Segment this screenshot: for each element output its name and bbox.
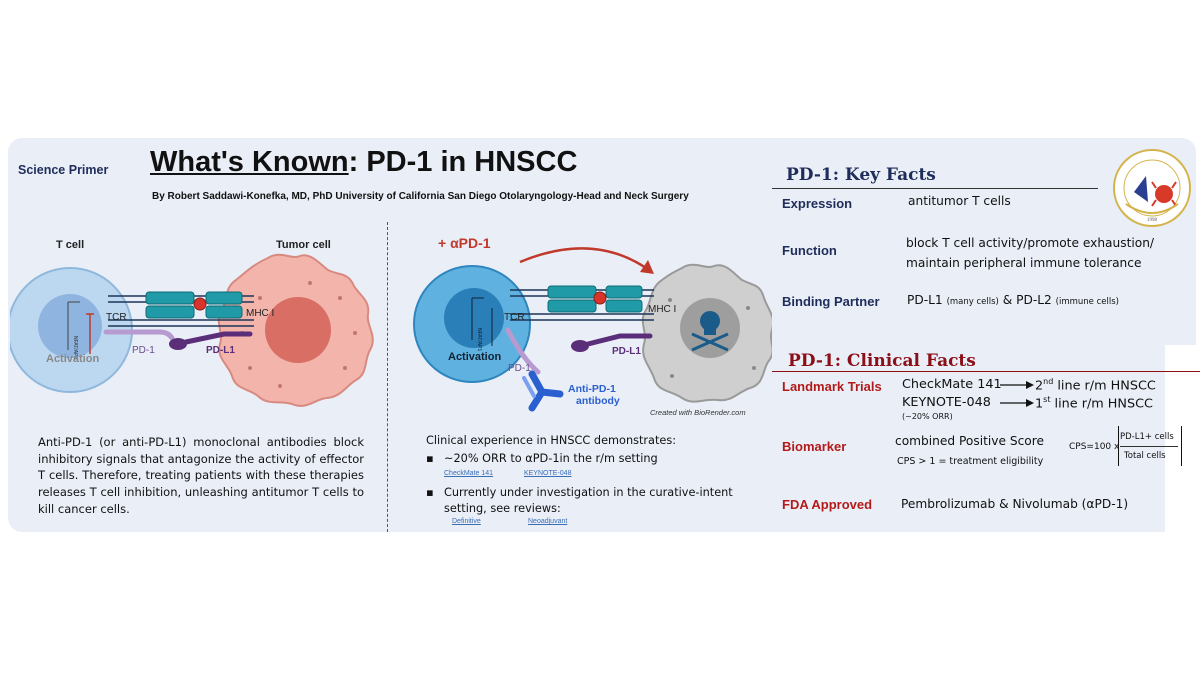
title-whats-known: What's Known xyxy=(150,146,349,178)
bullet-curative: Currently under investigation in the cur… xyxy=(444,486,733,515)
expression-value: antitumor T cells xyxy=(908,194,1011,208)
author-byline: By Robert Saddawi-Konefka, MD, PhD Unive… xyxy=(152,191,689,202)
anti-pd1-diagram: NFAT/AP1 + αPD-1 TCR MHC I PD-L1 PD-1 Ac… xyxy=(413,235,772,417)
tumor-cell-label: Tumor cell xyxy=(276,239,331,251)
biomarker-note: CPS > 1 = treatment eligibility xyxy=(897,456,1044,467)
trial1-result: 2nd line r/m HNSCC xyxy=(1035,377,1156,393)
tcr-mhc-complex-active xyxy=(510,285,654,321)
fda-approved-label: FDA Approved xyxy=(782,497,873,512)
key-facts-heading: PD-1: Key Facts xyxy=(786,165,936,185)
biomarker-label: Biomarker xyxy=(782,439,847,454)
trial2-result: 1st line r/m HNSCC xyxy=(1035,395,1153,411)
bullet-orr: ~20% ORR to αPD-1in the r/m setting xyxy=(444,452,658,465)
title-topic: : PD-1 in HNSCC xyxy=(348,146,578,178)
function-label: Function xyxy=(782,243,837,258)
right-panel-edge xyxy=(1165,345,1200,535)
pd1-label-active: PD-1 xyxy=(508,363,531,374)
mhc-label-active: MHC I xyxy=(648,304,676,315)
binding-pdl2-note: (immune cells) xyxy=(1055,297,1119,307)
antibody-label-line1: Anti-PD-1 xyxy=(568,383,616,395)
cps-fraction-box xyxy=(1118,426,1182,466)
mechanism-paragraph: Anti-PD-1 (or anti-PD-L1) monoclonal ant… xyxy=(38,435,364,516)
bullet-marker-1: ▪ xyxy=(426,452,434,465)
section-divider xyxy=(387,222,388,532)
binding-pdl1: PD-L1 xyxy=(907,293,943,307)
arrow-right-icon xyxy=(1000,381,1034,389)
unbound-pdl1 xyxy=(571,333,653,352)
cps-denominator: Total cells xyxy=(1124,451,1166,461)
biomarker-value: combined Positive Score xyxy=(895,434,1044,448)
t-cell: NFAT/AP1 xyxy=(10,267,133,393)
binding-pdl1-note: (many cells) xyxy=(946,297,999,307)
science-primer-label: Science Primer xyxy=(18,163,109,177)
dead-tumor-cell xyxy=(641,263,772,403)
orr-note: (~20% ORR) xyxy=(902,412,953,421)
mhc-label: MHC I xyxy=(246,308,274,319)
trial1-ordinal: 2 xyxy=(1035,378,1044,394)
binding-pdl2: & PD-L2 xyxy=(1002,293,1052,307)
trial2-ordinal-suffix: st xyxy=(1043,395,1051,404)
trial2-result-text: line r/m HNSCC xyxy=(1050,396,1153,412)
tcr-label-active: TCR xyxy=(504,312,525,323)
pdl1-label-active: PD-L1 xyxy=(612,346,641,357)
fda-approved-value: Pembrolizumab & Nivolumab (αPD-1) xyxy=(901,497,1129,511)
trial1-result-text: line r/m HNSCC xyxy=(1053,378,1156,394)
pd1-pdl1-binding xyxy=(103,329,253,350)
binding-partner-label: Binding Partner xyxy=(782,294,880,309)
logo-year: 1998 xyxy=(1147,218,1158,223)
activation-label-inhibited: Activation xyxy=(46,353,99,365)
activation-label-active: Activation xyxy=(448,351,501,363)
trial1-ordinal-suffix: nd xyxy=(1043,377,1054,386)
binding-partner-value: PD-L1 (many cells) & PD-L2 (immune cells… xyxy=(907,293,1119,307)
link-definitive[interactable]: Definitive xyxy=(452,518,481,525)
pd1-with-antibody xyxy=(505,327,564,412)
expression-label: Expression xyxy=(782,196,853,211)
biorender-credit: Created with BioRender.com xyxy=(650,408,746,417)
pd1-inhibition-diagram: NFAT/AP1 T cell Tumor cell TCR MHC I PD-… xyxy=(10,239,374,407)
page-title: What's Known: PD-1 in HNSCC xyxy=(150,146,577,179)
cps-numerator: PD-L1+ cells xyxy=(1120,432,1174,442)
clinical-facts-rule xyxy=(772,371,1200,372)
arrow-right-icon xyxy=(1000,399,1034,407)
ahns-logo: 1998 xyxy=(1113,149,1191,227)
pd1-label: PD-1 xyxy=(132,345,155,356)
function-value-line2: maintain peripheral immune tolerance xyxy=(906,256,1142,270)
trial2-ordinal: 1 xyxy=(1035,396,1044,412)
cps-fraction-bar xyxy=(1120,446,1178,447)
nfat-label: NFAT/AP1 xyxy=(72,336,78,359)
tumor-cell xyxy=(217,253,374,407)
key-facts-rule xyxy=(772,188,1098,189)
link-checkmate-141[interactable]: CheckMate 141 xyxy=(444,470,494,477)
function-value-line1: block T cell activity/promote exhaustion… xyxy=(906,236,1155,250)
pdl1-label: PD-L1 xyxy=(206,345,235,356)
link-neoadjuvant[interactable]: Neoadjuvant xyxy=(528,518,568,525)
nfat-label-active: NFAT/AP1 xyxy=(476,328,482,351)
landmark-trials-label: Landmark Trials xyxy=(782,379,882,394)
t-cell-label: T cell xyxy=(56,239,84,251)
clinical-facts-heading: PD-1: Clinical Facts xyxy=(788,351,976,371)
bullet-marker-2: ▪ xyxy=(426,486,434,499)
antibody-label-line2: antibody xyxy=(576,395,620,407)
trial-keynote-048: KEYNOTE-048 xyxy=(902,395,991,410)
tcr-mhc-complex xyxy=(108,291,254,327)
activated-t-cell: NFAT/AP1 xyxy=(413,265,531,383)
link-keynote-048[interactable]: KEYNOTE-048 xyxy=(524,470,572,477)
cps-prefix: CPS=100 x xyxy=(1069,442,1120,452)
primer-card xyxy=(8,138,1196,532)
kill-arrow xyxy=(640,260,654,274)
tcr-label: TCR xyxy=(106,312,127,323)
treatment-label: + αPD-1 xyxy=(438,235,491,251)
trial-checkmate-141: CheckMate 141 xyxy=(902,377,1002,392)
clinical-experience-intro: Clinical experience in HNSCC demonstrate… xyxy=(426,434,677,447)
